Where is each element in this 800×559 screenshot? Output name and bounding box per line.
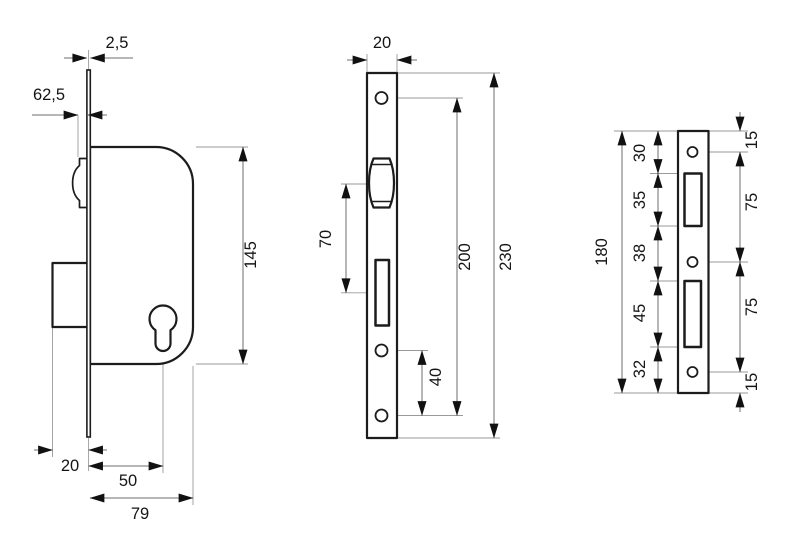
strike-screw-hole-mid <box>686 256 699 268</box>
dim-label-latch-offset: 62,5 <box>33 86 65 104</box>
dim-label-seg-38: 38 <box>631 244 649 262</box>
strike-opening-deadbolt <box>683 279 703 349</box>
lock-body-outline <box>88 145 195 366</box>
dim-label-lower-hole-spacing: 40 <box>427 368 445 386</box>
dim-label-seg-32: 32 <box>631 360 649 378</box>
view-faceplate-front: 20 70 40 200 230 <box>317 34 515 440</box>
faceplate-hole-mid <box>374 343 389 358</box>
faceplate-edge <box>86 69 92 438</box>
dim-label-right-15-bottom: 15 <box>743 373 761 391</box>
dim-label-bolt-throw: 20 <box>61 457 79 475</box>
latchbolt-front <box>367 157 396 209</box>
faceplate-front <box>365 71 399 440</box>
strike-opening-latch <box>683 172 703 228</box>
dim-label-right-75-top: 75 <box>743 193 761 211</box>
dim-label-body-height: 145 <box>242 241 260 269</box>
view-strike-plate: 180 30 35 38 45 32 15 75 75 15 <box>593 112 761 412</box>
euro-cylinder-keyhole <box>148 304 178 353</box>
dim-label-plate-width: 20 <box>373 34 391 52</box>
deadbolt-side <box>51 261 90 329</box>
faceplate-screw-hole-top <box>374 91 389 105</box>
dim-label-right-15-top: 15 <box>743 131 761 149</box>
dim-label-seg-35: 35 <box>631 191 649 209</box>
dim-label-right-75-bottom: 75 <box>743 298 761 316</box>
view-lock-body-side: 2,5 62,5 145 20 50 79 <box>32 34 260 523</box>
latchbolt-side <box>71 157 87 209</box>
deadbolt-opening <box>374 258 391 327</box>
dim-label-faceplate-height: 230 <box>497 243 515 271</box>
strike-screw-hole-top <box>686 146 699 158</box>
dim-label-backset: 50 <box>119 472 137 490</box>
dim-label-seg-30: 30 <box>631 144 649 162</box>
dim-label-body-depth: 79 <box>131 505 149 523</box>
dim-label-seg-45: 45 <box>631 304 649 322</box>
dim-label-faceplate-thickness: 2,5 <box>106 34 129 52</box>
dim-label-strike-height: 180 <box>593 238 611 266</box>
dim-label-latch-to-deadbolt: 70 <box>317 230 335 248</box>
strike-screw-hole-bottom <box>686 366 699 378</box>
faceplate-screw-hole-bottom <box>374 408 389 423</box>
dim-label-screw-hole-span: 200 <box>456 243 474 271</box>
